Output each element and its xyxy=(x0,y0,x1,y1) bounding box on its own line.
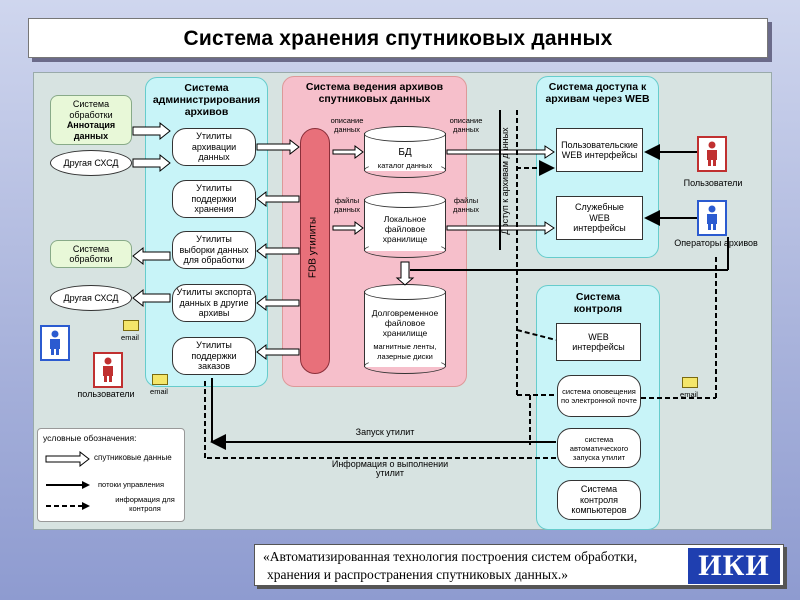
user-web-interfaces-label: Пользовательские WEB интерфейсы xyxy=(561,139,638,161)
util-archiving: Утилиты архивации данных xyxy=(172,128,256,166)
processing-system-2-label: Система обработки xyxy=(69,243,113,265)
util-archiving-label: Утилиты архивации данных xyxy=(191,131,237,163)
users-right-label: Пользователи xyxy=(683,178,743,188)
user-red-icon xyxy=(93,352,123,388)
files-left-label: файлы данных xyxy=(334,196,360,214)
legend: условные обозначения: спутниковые данные… xyxy=(37,428,185,522)
iki-logo: ИКИ xyxy=(688,548,780,584)
launch-utilities-label: Запуск утилит xyxy=(355,427,415,437)
util-storage: Утилиты поддержки хранения xyxy=(172,180,256,218)
computer-control-system-label: Система контроля компьютеров xyxy=(571,484,627,516)
autostart-system: система автоматического запуска утилит xyxy=(557,428,641,468)
legend-info: информация для контроля xyxy=(115,495,175,513)
operators-label: Операторы архивов xyxy=(674,238,758,248)
user-blue-icon xyxy=(40,325,70,361)
email-envelope-icon xyxy=(123,320,139,331)
control-panel-title: Система контроля xyxy=(573,291,623,315)
legend-data: спутниковые данные xyxy=(94,453,172,462)
util-orders-label: Утилиты поддержки заказов xyxy=(191,340,237,372)
utility-info-label: Информация о выполнении утилит xyxy=(331,459,449,478)
control-web-interfaces-label: WEB интерфейсы xyxy=(572,331,625,353)
footer-note-line2: хранения и распространения спутниковых д… xyxy=(267,567,568,582)
legend-symbols xyxy=(45,451,90,510)
users-red-icon xyxy=(697,136,727,172)
email-notify-system: система оповещения по электронной почте xyxy=(557,375,641,417)
files-right-label: файлы данных xyxy=(453,196,479,214)
autostart-system-label: система автоматического запуска утилит xyxy=(569,434,629,462)
access-panel-title: Система доступа к архивам через WEB xyxy=(545,81,650,105)
long-term-storage-sub: магнитные ленты, лазерные диски xyxy=(373,342,437,361)
util-selection-label: Утилиты выборки данных для обработки xyxy=(179,234,249,266)
other-system-1: Другая СХСД xyxy=(50,150,132,176)
email-label-2: email xyxy=(150,387,168,396)
page-title: Система хранения спутниковых данных xyxy=(183,27,613,50)
footer-note-line1: «Автоматизированная технология построени… xyxy=(263,549,638,564)
processing-system-1: Система обработки Аннотация данных xyxy=(50,95,132,145)
control-web-interfaces: WEB интерфейсы xyxy=(556,323,641,361)
email-envelope-icon xyxy=(682,377,698,388)
operator-blue-icon xyxy=(697,200,727,236)
service-web-interfaces: Служебные WEB интерфейсы xyxy=(556,196,643,240)
util-orders: Утилиты поддержки заказов xyxy=(172,337,256,375)
util-export-label: Утилиты экспорта данных в другие архивы xyxy=(176,287,252,319)
desc-left-label: описание данных xyxy=(330,116,364,134)
local-file-storage-label: Локальное файловое хранилище xyxy=(382,214,428,244)
processing-system-2: Система обработки xyxy=(50,240,132,268)
admin-panel-title: Система администрирования архивов xyxy=(152,82,261,118)
util-storage-label: Утилиты поддержки хранения xyxy=(191,183,237,215)
db-subtitle: каталог данных xyxy=(377,161,433,170)
user-web-interfaces: Пользовательские WEB интерфейсы xyxy=(556,128,643,172)
legend-control: потоки управления xyxy=(98,480,165,489)
computer-control-system: Система контроля компьютеров xyxy=(557,480,641,520)
email-envelope-icon xyxy=(152,374,168,385)
archive-panel-title: Система ведения архивов спутниковых данн… xyxy=(305,81,444,105)
processing-system-1-label: Система обработки xyxy=(69,99,113,120)
users-left-label: пользователи xyxy=(77,389,135,399)
email-label-3: email xyxy=(680,390,698,399)
db-catalog: БД каталог данных xyxy=(364,126,446,178)
util-selection: Утилиты выборки данных для обработки xyxy=(172,231,256,269)
service-web-interfaces-label: Служебные WEB интерфейсы xyxy=(573,202,626,234)
email-notify-system-label: система оповещения по электронной почте xyxy=(561,387,637,405)
fdb-utilities-bar xyxy=(300,128,330,374)
desc-right-label: описание данных xyxy=(449,116,483,134)
long-term-storage: Долговременное файловое хранилище магнит… xyxy=(364,284,446,374)
email-label-1: email xyxy=(121,333,139,342)
other-system-2: Другая СХСД xyxy=(50,285,132,311)
local-file-storage: Локальное файловое хранилище xyxy=(364,192,446,258)
annotation-label: Аннотация данных xyxy=(66,120,116,141)
other-system-2-label: Другая СХСД xyxy=(63,292,119,303)
util-export: Утилиты экспорта данных в другие архивы xyxy=(172,284,256,322)
legend-title: условные обозначения: xyxy=(43,433,137,443)
long-term-storage-label: Долговременное файловое хранилище xyxy=(371,308,439,338)
title-bar: Система хранения спутниковых данных xyxy=(28,18,768,58)
other-system-1-label: Другая СХСД xyxy=(63,157,119,168)
db-title: БД xyxy=(398,147,412,158)
